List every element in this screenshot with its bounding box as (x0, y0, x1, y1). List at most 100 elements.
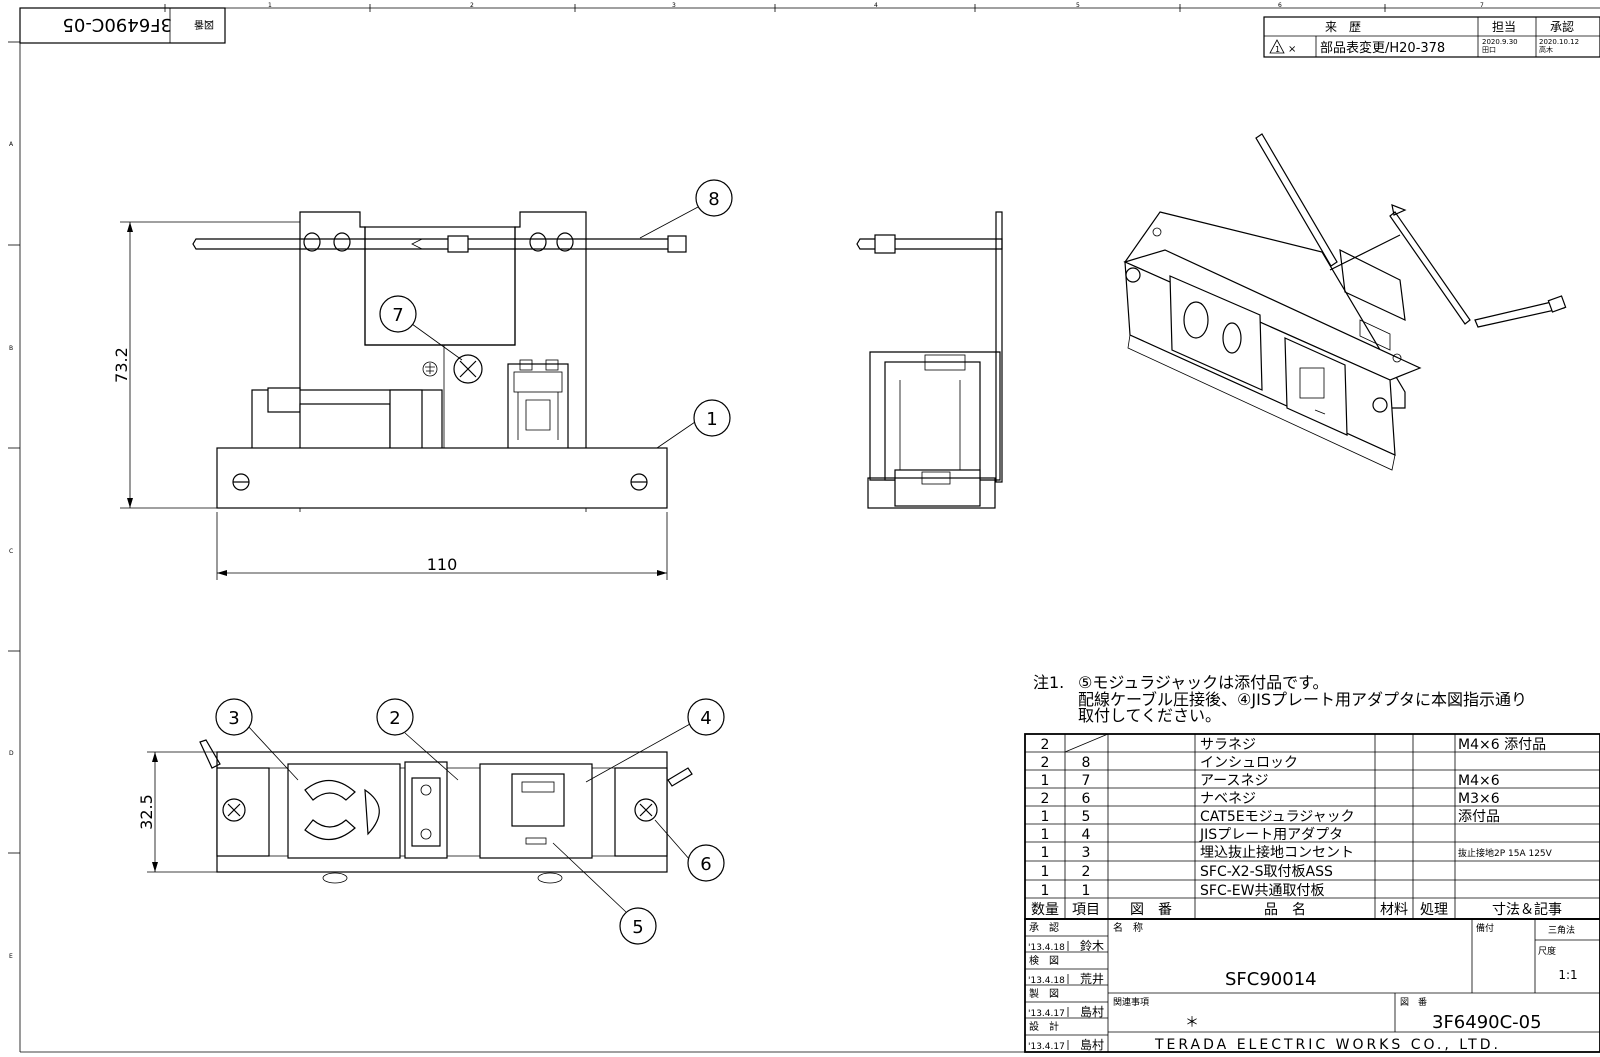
approve-name: 鈴木 (1080, 938, 1104, 953)
balloon-1 (693, 399, 731, 437)
product-name: SFC90014 (1225, 969, 1317, 990)
drawing-number: 3F6490C-05 (1432, 1012, 1542, 1033)
revision-approval-date: 2020.10.12 (1539, 38, 1579, 46)
drawing-number-label: 図 番 (1400, 996, 1427, 1008)
svg-text:5: 5 (1082, 809, 1091, 825)
design-date: '13.4.17 (1028, 1042, 1065, 1052)
ground-screw-icon (453, 354, 483, 384)
svg-text:6: 6 (700, 854, 711, 875)
revision-approval-header: 承認 (1550, 19, 1574, 34)
svg-text:SFC-X2-S取付板ASS: SFC-X2-S取付板ASS (1200, 864, 1333, 880)
svg-text:数量: 数量 (1031, 902, 1059, 918)
revision-block: 来 歴 担当 承認 1 × 部品表変更/H20-378 2020.9.30 田口… (1263, 16, 1600, 58)
table-row: 1 7 アースネジ M4×6 (1041, 773, 1500, 789)
svg-text:1: 1 (1041, 864, 1050, 880)
table-row: 1 2 SFC-X2-S取付板ASS (1041, 864, 1333, 880)
revision-description: 部品表変更/H20-378 (1320, 40, 1445, 56)
revision-cross: × (1288, 44, 1296, 55)
svg-text:M4×6: M4×6 (1458, 773, 1500, 789)
drawing-number-stamp: 3F6490C-05 図番 (19, 7, 226, 44)
scale-label: 尺度 (1538, 945, 1556, 957)
svg-text:2: 2 (1041, 755, 1050, 771)
svg-text:寸法＆記事: 寸法＆記事 (1492, 901, 1562, 918)
col-marker: 4 (874, 2, 878, 9)
svg-text:3: 3 (1082, 845, 1091, 861)
col-marker: 6 (1278, 2, 1282, 9)
col-marker: 2 (470, 2, 474, 9)
svg-text:1: 1 (1041, 827, 1050, 843)
approve-date: '13.4.18 (1028, 943, 1065, 953)
table-row: 2 サラネジ M4×6 添付品 (1041, 737, 1547, 753)
dimension-height: 73.2 (112, 347, 131, 383)
check-label: 検 図 (1029, 954, 1059, 967)
bottom-view: 32.5 (137, 739, 693, 884)
name-label: 名 称 (1113, 921, 1143, 934)
svg-text:2: 2 (1041, 791, 1050, 807)
drawing-number-top: 3F6490C-05 (62, 14, 172, 35)
revision-in-charge-header: 担当 (1492, 20, 1516, 34)
row-marker: D (9, 750, 14, 757)
svg-text:JISプレート用アダプタ: JISプレート用アダプタ (1199, 827, 1343, 843)
balloons: 8 7 1 3 2 4 6 5 (215, 179, 733, 945)
table-row: 1 4 JISプレート用アダプタ (1041, 827, 1344, 843)
svg-text:M4×6 添付品: M4×6 添付品 (1458, 737, 1546, 753)
revision-mark: 1 (1275, 45, 1280, 54)
parts-table: 2 サラネジ M4×6 添付品 2 8 インシュロック 1 7 アースネジ M4… (1024, 733, 1600, 920)
svg-text:処理: 処理 (1420, 902, 1448, 918)
draw-date: '13.4.17 (1028, 1009, 1065, 1019)
svg-text:項目: 項目 (1072, 902, 1100, 918)
note-line-3: 取付してください。 (1078, 706, 1221, 725)
company-name: TERADA ELECTRIC WORKS CO., LTD. (1154, 1037, 1501, 1053)
svg-text:品 名: 品 名 (1264, 902, 1306, 918)
balloon-8 (695, 179, 733, 217)
svg-text:2: 2 (1041, 737, 1050, 753)
svg-text:1: 1 (1082, 883, 1091, 899)
col-marker: 1 (268, 2, 272, 9)
svg-text:5: 5 (632, 917, 643, 938)
title-block: 承 認 '13.4.18 鈴木 検 図 '13.4.18 荒井 製 図 '13.… (1024, 918, 1600, 1053)
note-line-2: 配線ケーブル圧接後、④JISプレート用アダプタに本図指示通り (1078, 690, 1527, 709)
svg-text:7: 7 (392, 305, 403, 326)
notes: 注1. ⑤モジュラジャックは添付品です。 配線ケーブル圧接後、④JISプレート用… (1033, 673, 1527, 725)
table-row: 2 6 ナベネジ M3×6 (1041, 791, 1500, 807)
balloon-4 (687, 698, 725, 736)
svg-text:サラネジ: サラネジ (1200, 737, 1256, 753)
related-value: ＊ (1185, 1015, 1199, 1031)
design-label: 設 計 (1029, 1020, 1059, 1033)
col-marker: 3 (672, 2, 676, 9)
svg-text:8: 8 (708, 189, 719, 210)
table-header: 数量 項目 図 番 品 名 材料 処理 寸法＆記事 (1031, 901, 1562, 918)
table-row: 1 5 CAT5Eモジュラジャック 添付品 (1041, 809, 1500, 825)
svg-text:1: 1 (706, 409, 717, 430)
balloon-5 (619, 907, 657, 945)
svg-text:抜止接地2P 15A 125V: 抜止接地2P 15A 125V (1458, 847, 1553, 859)
sheet-frame: 1 2 3 4 5 6 7 A B C D E (8, 2, 1600, 1053)
side-view (856, 211, 1003, 509)
svg-text:1: 1 (1041, 773, 1050, 789)
draw-label: 製 図 (1029, 987, 1059, 1000)
revision-history-header: 来 歴 (1325, 20, 1361, 34)
svg-text:1: 1 (1041, 845, 1050, 861)
related-label: 関連事項 (1113, 996, 1149, 1008)
svg-text:6: 6 (1082, 791, 1091, 807)
svg-text:ナベネジ: ナベネジ (1200, 791, 1256, 807)
svg-text:材料: 材料 (1380, 902, 1408, 918)
revision-triangle-icon (1269, 39, 1285, 54)
col-marker: 7 (1480, 2, 1484, 9)
front-view: 73.2 110 (112, 211, 687, 580)
svg-text:埋込抜止接地コンセント: 埋込抜止接地コンセント (1200, 844, 1354, 861)
projection-method: 三角法 (1548, 924, 1575, 936)
approve-label: 承 認 (1029, 921, 1059, 934)
isometric-view (1123, 133, 1567, 471)
balloon-3 (215, 698, 253, 736)
svg-text:添付品: 添付品 (1458, 809, 1500, 825)
svg-text:2: 2 (389, 708, 400, 729)
design-name: 島村 (1080, 1037, 1104, 1052)
dimension-width: 110 (427, 555, 458, 574)
table-row: 1 1 SFC-EW共通取付板 (1041, 883, 1325, 899)
row-marker: E (9, 953, 13, 960)
svg-text:3: 3 (228, 708, 239, 729)
note-prefix: 注1. (1033, 673, 1064, 692)
svg-text:インシュロック: インシュロック (1200, 755, 1298, 771)
